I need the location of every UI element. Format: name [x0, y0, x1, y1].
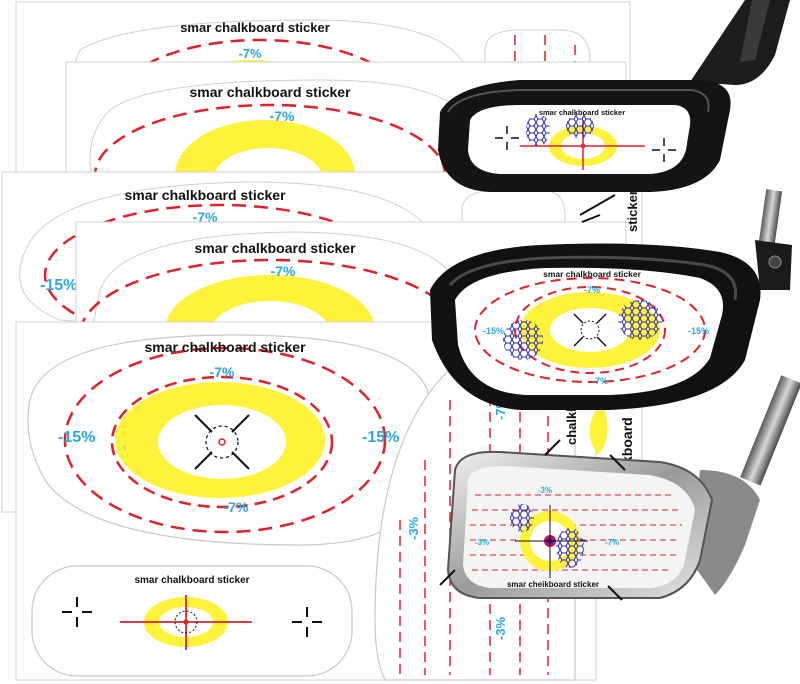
hybrid-sticker: smar chalkboard sticker — [31, 565, 353, 677]
driver-pct-right: -15% — [688, 326, 709, 336]
hybrid-sticker-title: smar chalkboard sticker — [134, 575, 249, 586]
crosshair-icon — [573, 313, 607, 347]
wood-sticker: smar chalkboard sticker -7% -15% -15% -7… — [27, 334, 431, 546]
crosshair-icon — [652, 138, 676, 162]
sheet-1-title: smar chalkboard sticker — [180, 20, 330, 35]
driver-club: smar chalkboard sticker -7% -15% -15% -7… — [430, 189, 792, 410]
impact-mark-icon — [439, 439, 626, 601]
iron-pct-mid: -3% — [406, 516, 421, 540]
iron-club-pct-right: -7% — [605, 538, 619, 547]
driver-pct-left: -15% — [483, 326, 504, 336]
fragment-sticker: sticker — [625, 190, 640, 232]
wood-pct-top: -7% — [210, 364, 235, 380]
sheet-2-title: smar chalkboard sticker — [189, 84, 351, 100]
sheet-1-pct-top: -7% — [238, 46, 262, 61]
sheet-2-pct-top: -7% — [270, 108, 295, 124]
sheet-4-title: smar chalkboard sticker — [194, 240, 356, 256]
crosshair-icon — [194, 414, 250, 470]
driver-pct-bottom: -7% — [592, 376, 608, 386]
sheet-3-title: smar chalkboard sticker — [124, 187, 286, 203]
driver-club-title: smar chalkboard sticker — [543, 269, 641, 279]
iron-club-pct-top: -3% — [538, 486, 552, 495]
sheet-4-pct-top: -7% — [271, 263, 296, 279]
driver-pct-top: -7% — [584, 285, 600, 295]
sheet-3-pct-top: -7% — [193, 209, 218, 225]
wood-sticker-title: smar chalkboard sticker — [144, 339, 306, 355]
hybrid-club-title: smar chalkboard sticker — [539, 108, 625, 117]
hybrid-club: smar chalkboard sticker — [438, 0, 790, 192]
sheet-3-pct-left: -15% — [40, 277, 77, 294]
wood-pct-bottom: -7% — [224, 499, 249, 515]
wood-pct-right: -15% — [362, 429, 399, 446]
crosshair-icon — [495, 126, 519, 150]
iron-club-pct-left: -3% — [475, 538, 489, 547]
crosshair-icon — [62, 597, 92, 627]
iron-pct-bottom: -3% — [493, 616, 508, 640]
wood-pct-left: -15% — [58, 429, 95, 446]
iron-club: -3% -3% -7% smar cheikboard sticker — [439, 375, 800, 601]
iron-club-title: smar cheikboard sticker — [507, 580, 599, 589]
crosshair-icon — [292, 607, 322, 637]
